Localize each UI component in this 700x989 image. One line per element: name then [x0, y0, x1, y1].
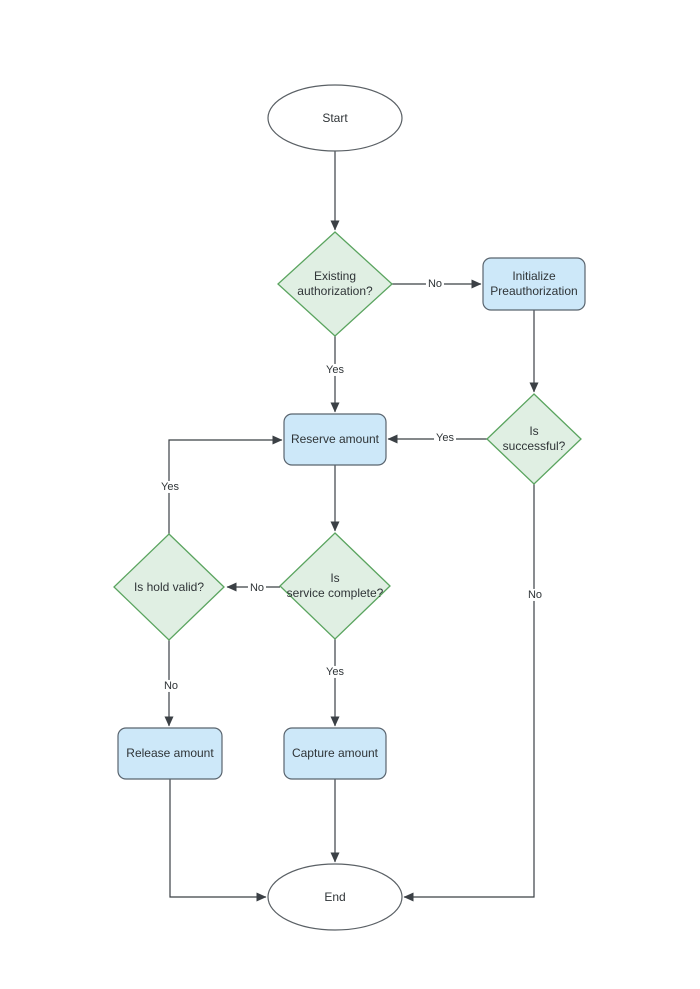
is-service-complete-decision-shape: [279, 532, 391, 640]
edge-release-to-end: [169, 779, 267, 902]
end-terminator-shape: [267, 863, 403, 931]
initialize-preauthorization-process-shape: [482, 257, 586, 311]
start-terminator-shape: [267, 84, 403, 152]
edge-hold-valid-yes-to-reserve: [168, 435, 283, 534]
capture-amount-process-shape: [283, 727, 387, 780]
release-amount-process-shape: [117, 727, 223, 780]
existing-authorization-decision-shape: [277, 231, 393, 337]
edge-is-successful-no-to-end: [403, 484, 535, 902]
reserve-amount-process-shape: [283, 413, 387, 466]
nodes-layer: [113, 84, 586, 931]
is-hold-valid-decision-shape: [113, 533, 225, 641]
is-successful-decision-shape: [486, 393, 582, 485]
